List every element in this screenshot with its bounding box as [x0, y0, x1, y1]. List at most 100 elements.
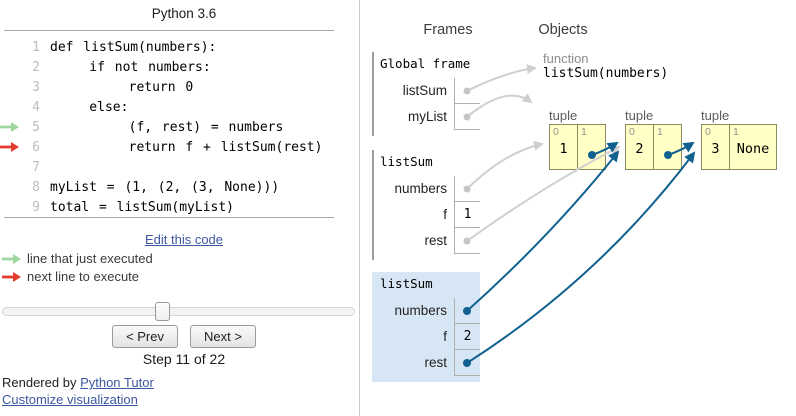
frame-title: Global frame: [380, 56, 471, 71]
tuple-cell: 1 None: [729, 124, 777, 170]
code-text: return f + listSum(rest): [50, 139, 323, 155]
line-number: 9: [32, 199, 40, 215]
line-number: 5: [32, 119, 40, 135]
green-right-arrow-icon: [0, 122, 19, 132]
variable-name: rest: [424, 233, 447, 248]
code-bottom-divider: [4, 217, 334, 218]
legend-just-executed-label: line that just executed: [27, 251, 153, 266]
code-text: if not numbers:: [50, 59, 211, 75]
tuple-type-label: tuple: [549, 108, 578, 123]
frame-title: listSum: [380, 276, 433, 291]
customize-visualization-link[interactable]: Customize visualization: [2, 392, 138, 407]
red-right-arrow-icon: [0, 142, 19, 152]
tuple-cell-index: 0: [553, 126, 559, 138]
stack-frame-global: Global frame listSum myList: [372, 52, 480, 136]
line-number: 3: [32, 79, 40, 95]
tuple-cell-pointer: 1: [653, 124, 682, 170]
code-text: total = listSum(myList): [50, 199, 235, 215]
code-text: else:: [50, 99, 129, 115]
execution-step-slider[interactable]: [2, 302, 355, 321]
python-tutor-link[interactable]: Python Tutor: [80, 375, 154, 390]
tuple-object-1: tuple 0 1 1: [549, 107, 606, 170]
prev-button[interactable]: < Prev: [112, 325, 178, 348]
code-line: 7: [0, 157, 356, 177]
tuple-cell-value: 1: [559, 141, 568, 157]
tuple-cell-index: 0: [629, 126, 635, 138]
legend-next-to-execute-label: next line to execute: [27, 269, 140, 284]
green-right-arrow-icon: [2, 253, 21, 264]
variable-value-cell-pointer: [454, 78, 480, 104]
code-text: (f, rest) = numbers: [50, 119, 284, 135]
red-right-arrow-icon: [2, 271, 21, 282]
code-line: 2 if not numbers:: [0, 57, 356, 77]
variable-value-cell-pointer: [454, 298, 480, 324]
variable-name: numbers: [394, 303, 447, 318]
tuple-cell-index: 1: [581, 126, 587, 138]
function-object-type-label: function: [543, 51, 589, 66]
variable-row-rest: rest: [380, 350, 480, 376]
objects-column-header: Objects: [538, 22, 588, 38]
code-line-just-executed: 5 (f, rest) = numbers: [0, 117, 356, 137]
line-number: 4: [32, 99, 40, 115]
step-indicator: Step 11 of 22: [142, 351, 226, 367]
variable-value-cell-pointer: [454, 350, 480, 376]
variable-row-f: f 1: [380, 202, 480, 228]
line-number: 2: [32, 59, 40, 75]
slider-handle[interactable]: [155, 302, 170, 321]
variable-row-f: f 2: [380, 324, 480, 350]
variable-name: listSum: [402, 83, 447, 98]
code-line: 3 return 0: [0, 77, 356, 97]
variable-value-cell-pointer: [454, 104, 480, 130]
tuple-cell-value: 2: [635, 141, 644, 157]
tuple-cell: 0 3: [701, 124, 730, 170]
legend-just-executed: line that just executed: [2, 251, 153, 266]
variable-name: f: [443, 329, 447, 344]
variable-row-rest: rest: [380, 228, 480, 254]
tuple-cell-pointer: 1: [577, 124, 606, 170]
pane-divider: [359, 0, 360, 416]
code-top-divider: [4, 30, 334, 31]
variable-value-cell: 2: [454, 324, 480, 350]
tuple-type-label: tuple: [625, 108, 654, 123]
edit-code-link[interactable]: Edit this code: [144, 232, 224, 247]
code-line: 1 def listSum(numbers):: [0, 37, 356, 57]
variable-value-cell: 1: [454, 202, 480, 228]
code-text: myList = (1, (2, (3, None))): [50, 179, 280, 195]
legend-next-to-execute: next line to execute: [2, 269, 139, 284]
line-number: 8: [32, 179, 40, 195]
rendered-by-prefix: Rendered by: [2, 375, 81, 390]
frame-title: listSum: [380, 154, 433, 169]
variable-row-numbers: numbers: [380, 176, 480, 202]
code-line: 4 else:: [0, 97, 356, 117]
code-display: 1 def listSum(numbers): 2 if not numbers…: [0, 37, 356, 217]
variable-value-cell-pointer: [454, 176, 480, 202]
variable-value-cell-pointer: [454, 228, 480, 254]
tuple-cell-index: 1: [733, 126, 739, 138]
code-line-next-to-execute: 6 return f + listSum(rest): [0, 137, 356, 157]
stack-frame-listSum-2-active: listSum numbers f 2 rest: [372, 272, 480, 382]
tuple-cell-index: 0: [705, 126, 711, 138]
variable-row-listSum: listSum: [380, 78, 480, 104]
next-button[interactable]: Next >: [190, 325, 256, 348]
arrow-listSum2-rest-to-tuple3: [466, 151, 696, 364]
function-object-signature: listSum(numbers): [543, 66, 669, 81]
variable-name: numbers: [394, 181, 447, 196]
frames-column-header: Frames: [423, 22, 473, 38]
variable-row-myList: myList: [380, 104, 480, 130]
variable-name: myList: [407, 109, 447, 124]
tuple-cell-value: None: [736, 141, 770, 157]
python-version-title: Python 3.6: [151, 6, 217, 21]
tuple-cell: 0 1: [549, 124, 578, 170]
code-text: return 0: [50, 79, 194, 95]
tuple-type-label: tuple: [701, 108, 730, 123]
code-line: 8 myList = (1, (2, (3, None))): [0, 177, 356, 197]
code-line: 9 total = listSum(myList): [0, 197, 356, 217]
rendered-by-line: Rendered by Python Tutor: [2, 375, 154, 390]
tuple-object-3: tuple 0 3 1 None: [701, 107, 777, 170]
line-number: 7: [32, 159, 40, 175]
line-number: 1: [32, 39, 40, 55]
tuple-cell: 0 2: [625, 124, 654, 170]
code-text: def listSum(numbers):: [50, 39, 217, 55]
line-number: 6: [32, 139, 40, 155]
